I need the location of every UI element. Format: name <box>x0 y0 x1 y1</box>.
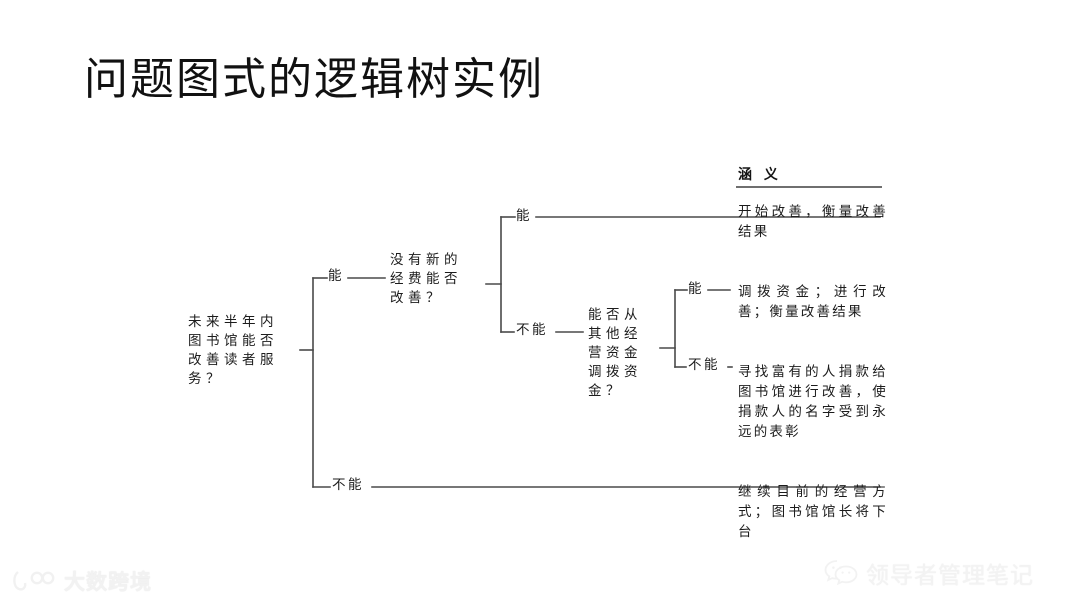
edge-label-budget-yes: 能 <box>516 208 532 223</box>
node-budget-col-3: 新能？ <box>426 252 440 305</box>
node-budget: 没经改 有费善 新能？ 的否 <box>388 250 460 307</box>
node-transfer-col-1: 能其营调金 <box>588 307 602 398</box>
node-budget-col-1: 没经改 <box>390 252 404 305</box>
meaning-entry-2: 调拨资金；进行改善；衡量改善结果 <box>738 284 888 319</box>
node-budget-col-4: 的否 <box>444 252 458 286</box>
meaning-entry-3: 寻找富有的人捐款给图书馆进行改善，使捐款人的名字受到永远的表彰 <box>738 364 888 439</box>
node-root-col-5: 内否服 <box>260 314 274 367</box>
node-transfer: 能其营调金 否他资拨？ 从经金资 <box>586 305 640 400</box>
node-root-col-1: 未图改务 <box>188 314 202 386</box>
meaning-entry-4: 继续目前的经营方式；图书馆馆长将下台 <box>738 484 888 539</box>
node-budget-col-2: 有费善 <box>408 252 422 305</box>
meaning-column-header: 涵 义 <box>738 166 782 182</box>
meaning-column-divider <box>736 186 882 188</box>
node-root-col-3: 半馆读 <box>224 314 238 367</box>
edge-label-root-no: 不能 <box>332 477 364 492</box>
node-transfer-col-2: 否他资拨？ <box>606 307 620 398</box>
node-root: 未图改务 来书善？ 半馆读 年能者 内否服 <box>186 312 276 388</box>
edge-label-budget-no: 不能 <box>516 322 548 337</box>
node-root-col-4: 年能者 <box>242 314 256 367</box>
edge-label-root-yes: 能 <box>328 268 344 283</box>
meaning-entry-1: 开始改善，衡量改善结果 <box>738 204 888 239</box>
page-title: 问题图式的逻辑树实例 <box>84 55 544 104</box>
edge-label-transfer-no: 不能 <box>688 357 720 372</box>
node-root-col-2: 来书善？ <box>206 314 220 386</box>
edge-label-transfer-yes: 能 <box>688 281 704 296</box>
node-transfer-col-3: 从经金资 <box>624 307 638 379</box>
